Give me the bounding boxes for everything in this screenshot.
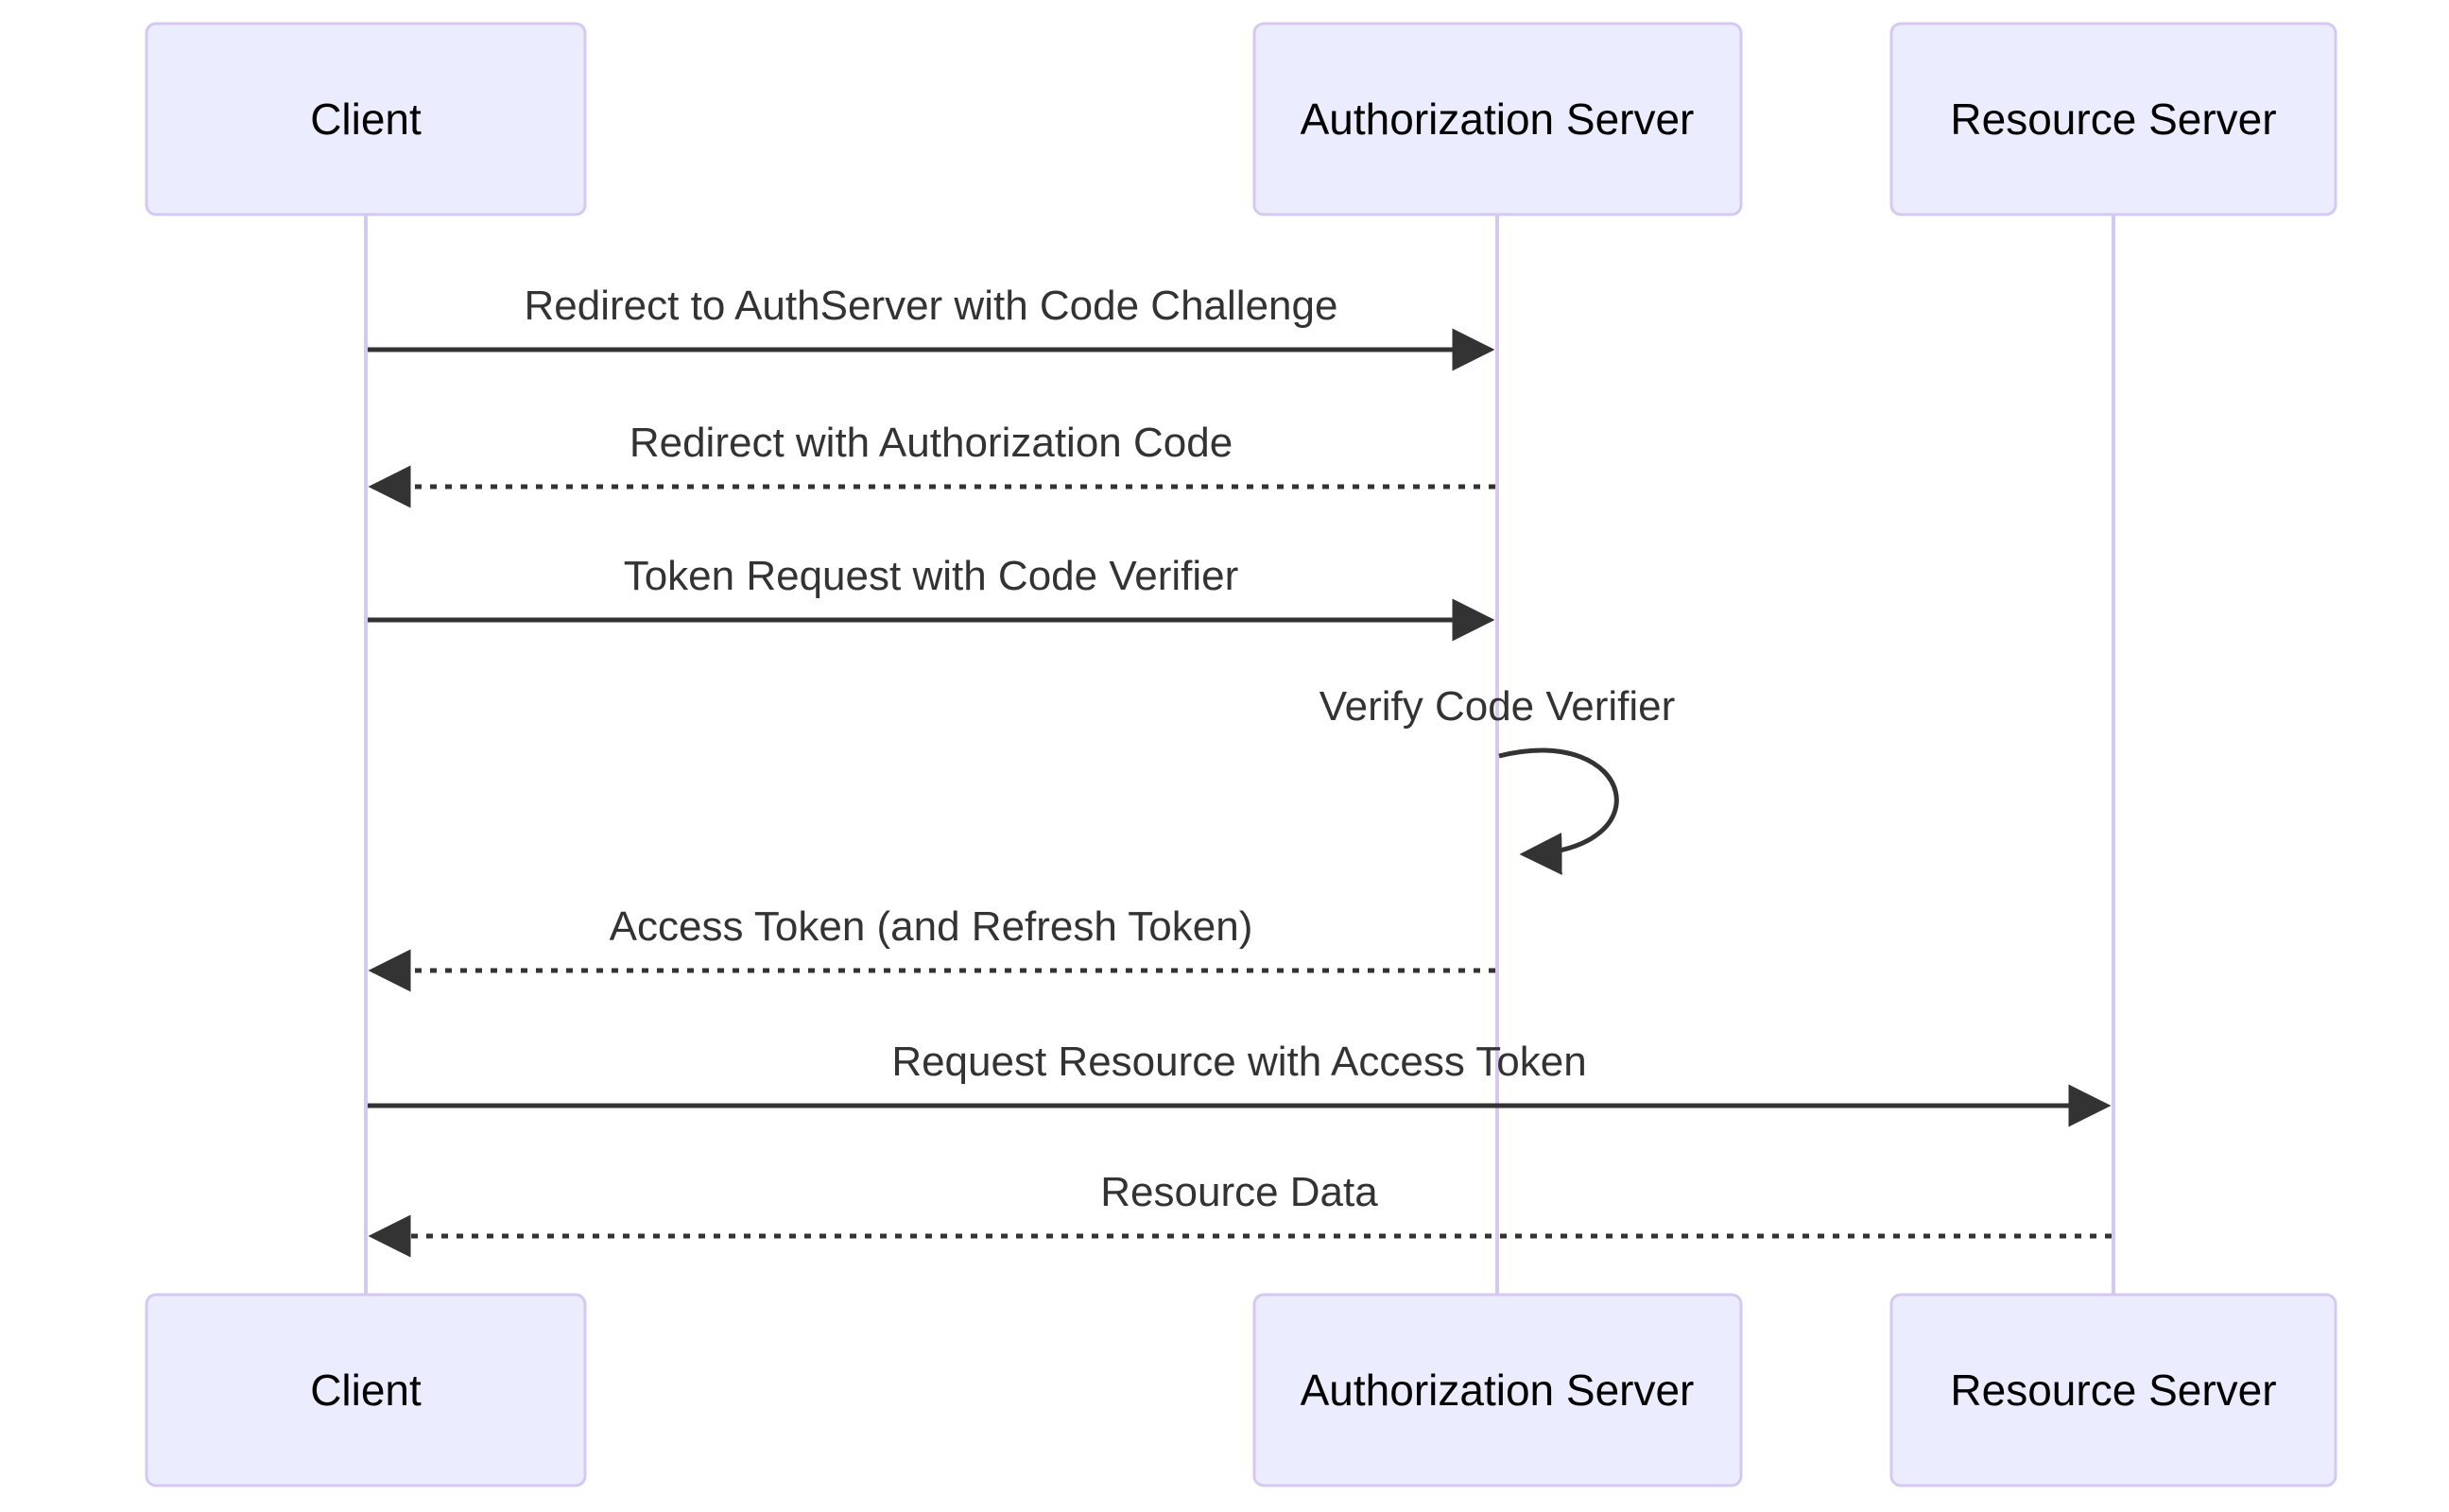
actor-resource-server-bottom-label: Resource Server	[1950, 1366, 2276, 1415]
message-6-label: Request Resource with Access Token	[891, 1039, 1586, 1085]
message-4-label: Verify Code Verifier	[1319, 683, 1676, 730]
message-7: Resource Data	[368, 1169, 2112, 1258]
message-6: Request Resource with Access Token	[368, 1039, 2112, 1127]
actor-auth-server-bottom-box	[1252, 1293, 1743, 1487]
actor-client-bottom-box	[145, 1293, 587, 1487]
message-3: Token Request with Code Verifier	[368, 553, 1495, 642]
actor-resource-server-top-box	[1889, 22, 2337, 216]
actor-client-bottom-label: Client	[310, 1366, 422, 1415]
actor-client-top: Client	[145, 22, 587, 216]
actor-resource-server-top-label: Resource Server	[1950, 94, 2276, 144]
message-7-label: Resource Data	[1100, 1169, 1378, 1215]
actor-resource-server-bottom-box	[1889, 1293, 2337, 1487]
actor-client-bottom: Client	[145, 1293, 587, 1487]
message-4-loop-arrow	[1498, 747, 1619, 875]
message-3-label: Token Request with Code Verifier	[624, 553, 1239, 599]
message-1: Redirect to AuthServer with Code Challen…	[368, 283, 1495, 371]
message-2: Redirect with Authorization Code	[368, 420, 1495, 508]
actor-auth-server-top-box	[1252, 22, 1743, 216]
message-1-label: Redirect to AuthServer with Code Challen…	[525, 283, 1338, 329]
message-4-self-loop: Verify Code Verifier	[1319, 683, 1676, 875]
message-2-label: Redirect with Authorization Code	[629, 420, 1233, 466]
actor-auth-server-bottom-label: Authorization Server	[1301, 1366, 1695, 1415]
actor-resource-server-bottom: Resource Server	[1889, 1293, 2337, 1487]
actor-resource-server-top: Resource Server	[1889, 22, 2337, 216]
actor-auth-server-top-label: Authorization Server	[1301, 94, 1695, 144]
actor-client-top-label: Client	[310, 94, 422, 144]
actor-client-top-box	[145, 22, 587, 216]
message-5: Access Token (and Refresh Token)	[368, 903, 1495, 992]
message-5-label: Access Token (and Refresh Token)	[610, 903, 1253, 950]
actor-auth-server-top: Authorization Server	[1252, 22, 1743, 216]
actor-auth-server-bottom: Authorization Server	[1252, 1293, 1743, 1487]
